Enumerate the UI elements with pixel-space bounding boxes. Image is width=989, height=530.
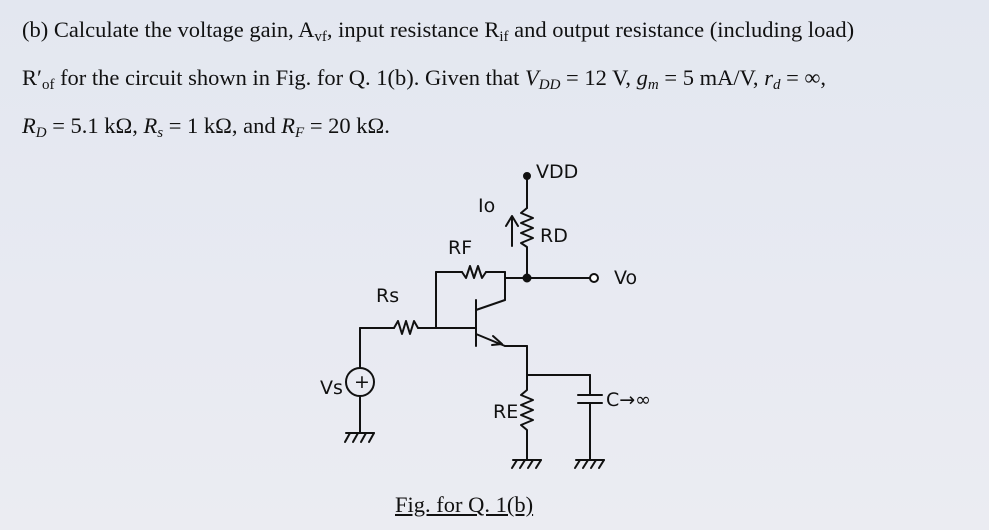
rs-label: Rs — [376, 285, 399, 307]
rd-symbol: r — [764, 65, 773, 90]
question-line-3: RD = 5.1 kΩ, Rs = 1 kΩ, and RF = 20 kΩ. — [22, 102, 977, 150]
gm-symbol: g — [636, 65, 648, 90]
question-text: (b) Calculate the voltage gain, Avf, inp… — [22, 6, 977, 150]
RD-value: = 5.1 kΩ, — [46, 113, 144, 138]
rs-resistor — [359, 320, 437, 369]
capacitor — [577, 394, 603, 461]
rd-subscript: d — [772, 77, 781, 93]
Rs-value: = 1 kΩ, and — [163, 113, 282, 138]
line1-mid: , input resistance R — [326, 17, 500, 42]
vs-plus-sign: + — [354, 371, 370, 393]
io-arrow — [505, 215, 519, 247]
vs-ground-icon — [344, 432, 375, 443]
drain-node — [504, 273, 599, 283]
rd-value: = ∞, — [780, 65, 827, 90]
vo-label: Vo — [614, 267, 637, 289]
gm-subscript: m — [647, 77, 659, 93]
re-resistor — [520, 374, 534, 461]
rf-label: RF — [448, 237, 472, 259]
c-label: C→∞ — [606, 389, 651, 411]
vdd-label: VDD — [536, 161, 578, 183]
circuit-figure: VDD RD Io Vo — [300, 150, 680, 490]
Rs-symbol: R — [143, 113, 158, 138]
line2-pre: R′ — [22, 65, 42, 90]
line1-post: and output resistance (including load) — [508, 17, 855, 42]
RF-symbol: R — [281, 113, 296, 138]
question-line-1: (b) Calculate the voltage gain, Avf, inp… — [22, 6, 977, 54]
vdd-subscript: DD — [538, 77, 561, 93]
re-ground-icon — [511, 459, 542, 469]
circuit-diagram: VDD RD Io Vo — [320, 161, 651, 469]
line1-pre: (b) Calculate the voltage gain, A — [22, 17, 315, 42]
line2-text: for the circuit shown in Fig. for Q. 1(b… — [54, 65, 525, 90]
c-ground-icon — [574, 459, 605, 469]
RF-value: = 20 kΩ. — [304, 113, 390, 138]
rd-resistor — [520, 207, 534, 279]
rd-label: RD — [540, 225, 568, 247]
figure-caption: Fig. for Q. 1(b) — [395, 492, 534, 517]
vs-label: Vs — [320, 377, 343, 399]
vs-source — [345, 367, 375, 434]
RD-symbol: R — [22, 113, 36, 138]
transistor — [475, 277, 528, 376]
source-node — [526, 374, 591, 396]
rif-subscript: if — [499, 29, 509, 45]
vdd-terminal — [523, 172, 531, 209]
RF-subscript: F — [295, 125, 305, 141]
io-label: Io — [478, 195, 495, 217]
RD-subscript: D — [35, 125, 47, 141]
re-label: RE — [493, 401, 518, 423]
vdd-value: = 12 V, — [560, 65, 637, 90]
vdd-symbol: V — [524, 65, 539, 90]
avf-subscript: vf — [314, 29, 327, 45]
rf-resistor — [435, 265, 506, 329]
question-line-2: R′of for the circuit shown in Fig. for Q… — [22, 54, 977, 102]
gm-value: = 5 mA/V, — [658, 65, 765, 90]
Rs-subscript: s — [157, 125, 164, 141]
rof-subscript: of — [41, 77, 55, 93]
